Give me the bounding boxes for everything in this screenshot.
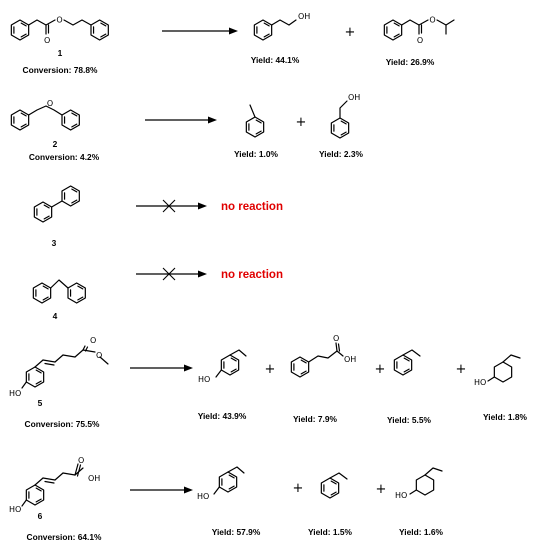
product-4-ethylcyclohexanol-structure: HO	[474, 354, 521, 387]
product-phenylethanol-structure: OH	[253, 12, 310, 41]
atom-label: O	[47, 99, 53, 108]
blocked-reaction-arrow	[136, 199, 207, 213]
product-toluene-structure	[245, 104, 265, 138]
reaction-arrow	[162, 27, 238, 35]
atom-label: O	[56, 16, 62, 25]
product-benzyl-alcohol-structure: OH	[330, 93, 360, 139]
reaction-3: 3 no reaction	[33, 185, 283, 248]
reaction-6: HO O OH 6 Conversion: 64.1% HO Yield: 57…	[9, 456, 443, 542]
yield-label: Yield: 1.6%	[399, 527, 443, 537]
product-4-ethylcyclohexanol-structure: HO	[395, 467, 443, 500]
conversion-label: Conversion: 4.2%	[29, 152, 100, 162]
product-4-ethylphenol-structure: HO	[198, 349, 247, 384]
blocked-reaction-arrow	[136, 267, 207, 281]
yield-label: Yield: 7.9%	[293, 414, 337, 424]
plus-sign: +	[345, 25, 356, 40]
reaction-1: O O 1 Conversion: 78.8% OH Yield: 44.1% …	[10, 12, 455, 75]
conversion-label: Conversion: 64.1%	[27, 532, 102, 542]
atom-label: O	[429, 16, 435, 25]
reaction-arrow	[145, 116, 217, 124]
compound-number: 1	[58, 48, 63, 58]
compound-1-structure: O O	[10, 16, 109, 45]
atom-label: HO	[395, 491, 407, 500]
product-4-ethylphenol-structure: HO	[197, 466, 245, 501]
no-reaction-label: no reaction	[221, 201, 283, 213]
conversion-label: Conversion: 78.8%	[23, 65, 98, 75]
plus-sign: +	[456, 362, 467, 377]
compound-number: 5	[38, 398, 43, 408]
yield-label: Yield: 57.9%	[212, 527, 261, 537]
compound-number: 4	[53, 311, 58, 321]
atom-label: HO	[9, 389, 21, 398]
product-ethylbenzene-structure	[393, 349, 421, 376]
compound-4-structure	[32, 279, 86, 304]
compound-number: 6	[38, 511, 43, 521]
atom-label: HO	[9, 505, 21, 514]
plus-sign: +	[265, 362, 276, 377]
yield-label: Yield: 5.5%	[387, 415, 431, 425]
reaction-arrow	[130, 364, 193, 372]
plus-sign: +	[376, 482, 387, 497]
compound-2-structure: O	[10, 99, 80, 131]
reaction-2: O 2 Conversion: 4.2% Yield: 1.0% + OH Yi…	[10, 93, 363, 162]
no-reaction-label: no reaction	[221, 269, 283, 281]
yield-label: Yield: 26.9%	[386, 57, 435, 67]
compound-5-structure: HO O O	[9, 336, 109, 398]
yield-label: Yield: 2.3%	[319, 149, 363, 159]
atom-label: HO	[198, 375, 210, 384]
product-ethylbenzene-structure	[320, 472, 348, 499]
compound-number: 2	[53, 139, 58, 149]
plus-sign: +	[375, 362, 386, 377]
compound-3-structure	[33, 185, 80, 223]
product-isopropyl-phenylacetate-structure: O O	[383, 16, 455, 45]
yield-label: Yield: 1.5%	[308, 527, 352, 537]
yield-label: Yield: 43.9%	[198, 411, 247, 421]
atom-label: O	[90, 336, 96, 345]
atom-label: O	[44, 36, 50, 45]
compound-6-structure: HO O OH	[9, 456, 100, 514]
atom-label: OH	[344, 355, 356, 364]
atom-label: O	[96, 351, 102, 360]
atom-label: O	[333, 334, 339, 343]
atom-label: O	[78, 456, 84, 465]
plus-sign: +	[293, 481, 304, 496]
product-hydrocinnamic-acid-structure: O OH	[290, 334, 356, 378]
reaction-5: HO O O 5 Conversion: 75.5% HO Yield: 4	[9, 334, 527, 429]
plus-sign: +	[296, 115, 307, 130]
atom-label: OH	[88, 474, 100, 483]
atom-label: O	[417, 36, 423, 45]
yield-label: Yield: 44.1%	[251, 55, 300, 65]
conversion-label: Conversion: 75.5%	[25, 419, 100, 429]
atom-label: HO	[474, 378, 486, 387]
atom-label: OH	[348, 93, 360, 102]
reaction-4: 4 no reaction	[32, 267, 283, 321]
compound-number: 3	[52, 238, 57, 248]
yield-label: Yield: 1.8%	[483, 412, 527, 422]
atom-label: HO	[197, 492, 209, 501]
atom-label: OH	[298, 12, 310, 21]
reaction-arrow	[130, 486, 193, 494]
yield-label: Yield: 1.0%	[234, 149, 278, 159]
